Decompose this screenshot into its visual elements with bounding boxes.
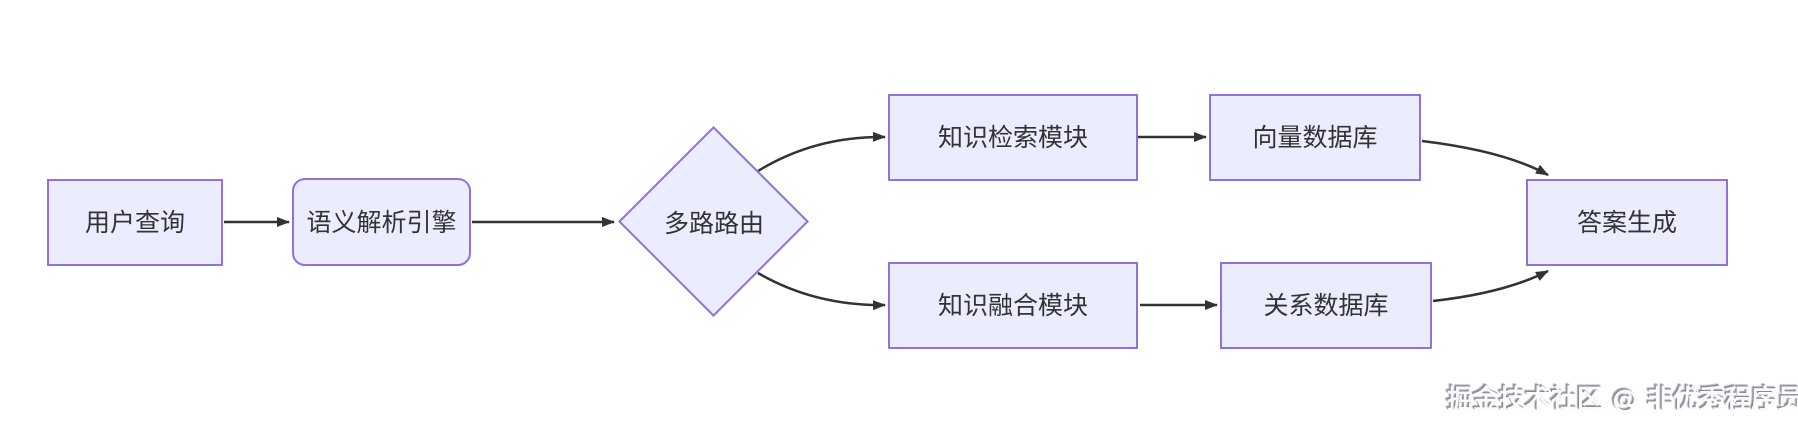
node-answer-gen-label: 答案生成: [1576, 208, 1677, 237]
node-multi-route-label: 多路路由: [663, 209, 764, 238]
edge-relationdb-to-answer: [1432, 269, 1549, 303]
edge-multiroute-to-retrieval: [757, 131, 886, 173]
node-knowledge-retrieval: 知识检索模块: [888, 94, 1138, 181]
edge-multiroute-to-fusion: [757, 271, 886, 311]
edge-vectordb-to-answer: [1421, 139, 1549, 177]
watermark-text: 掘金技术社区 @ 非优秀程序员: [1447, 385, 1798, 415]
node-user-query: 用户查询: [47, 179, 223, 266]
node-user-query-label: 用户查询: [84, 208, 185, 237]
node-vector-db: 向量数据库: [1209, 94, 1421, 181]
node-knowledge-fusion-label: 知识融合模块: [937, 291, 1088, 320]
node-vector-db-label: 向量数据库: [1252, 123, 1378, 152]
node-answer-gen: 答案生成: [1526, 179, 1728, 266]
node-semantic-engine: 语义解析引擎: [292, 178, 471, 266]
node-knowledge-fusion: 知识融合模块: [888, 262, 1138, 349]
node-relation-db: 关系数据库: [1220, 262, 1432, 349]
node-relation-db-label: 关系数据库: [1263, 291, 1389, 320]
node-semantic-engine-label: 语义解析引擎: [306, 207, 457, 237]
node-knowledge-retrieval-label: 知识检索模块: [937, 123, 1088, 152]
